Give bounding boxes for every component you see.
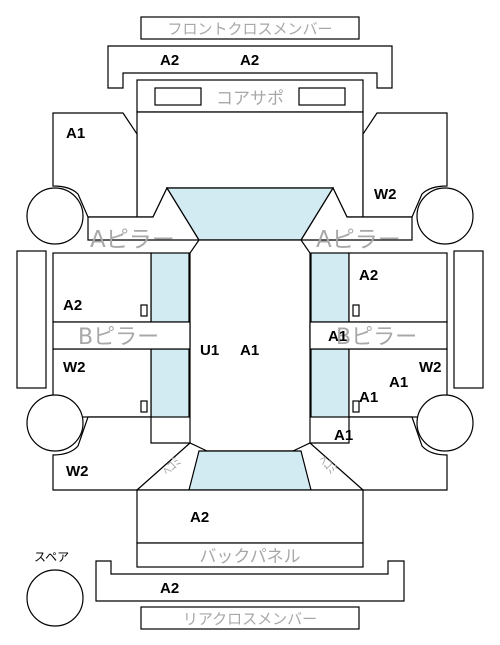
code-front-right-door: A2 (359, 267, 378, 284)
front-left-fender (52, 112, 138, 218)
rear-left-side-glass (150, 348, 190, 418)
code-roof-a: A1 (240, 342, 259, 359)
front-right-wheel (416, 187, 474, 245)
rear-right-wheel (416, 394, 474, 452)
front-left-side-glass (150, 252, 190, 323)
left-side-sill (16, 250, 47, 389)
front-cross-member-label: フロントクロスメンバー (167, 20, 332, 38)
rear-left-wheel (26, 394, 84, 452)
headlight-right (298, 87, 346, 106)
front-right-side-glass (310, 252, 350, 323)
code-rear-left-door: W2 (63, 359, 86, 376)
front-left-door (52, 252, 152, 323)
back-panel-label: バックパネル (199, 547, 300, 567)
rear-cross-member-label: リアクロスメンバー (183, 610, 317, 628)
rear-cross-member-box (140, 606, 360, 630)
b-pillar-right (309, 321, 448, 350)
spare-tire (26, 569, 84, 627)
code-trunk: A2 (190, 509, 209, 526)
code-b-pillar-right: A1 (328, 328, 347, 345)
rear-right-door-handle (352, 400, 360, 413)
b-pillar-right-label: Bピラー (336, 325, 417, 350)
spare-label: スペア (34, 550, 69, 564)
code-rear-left-fender: W2 (66, 463, 89, 480)
code-front-left-door: A2 (63, 297, 82, 314)
code-roof-u: U1 (200, 342, 219, 359)
code-front-member-right: A2 (240, 52, 259, 69)
rear-member-bracket (95, 560, 405, 602)
core-support-label: コアサポ (216, 89, 284, 109)
rear-right-side-glass (310, 348, 350, 418)
b-pillar-left (52, 321, 191, 350)
b-pillar-left-label: Bピラー (78, 325, 159, 350)
back-panel-box (136, 542, 364, 568)
code-front-right-fender: W2 (374, 186, 397, 203)
front-right-door-handle (352, 304, 360, 317)
trunk-lid (136, 489, 364, 544)
rear-window (188, 450, 312, 491)
rear-left-door-handle (140, 400, 148, 413)
code-rear-right-door-b: W2 (419, 359, 442, 376)
front-right-door (348, 252, 448, 323)
a-pillar-left-label: Aピラー (90, 227, 175, 253)
code-front-left-fender: A1 (66, 125, 85, 142)
front-right-fender (362, 112, 448, 218)
headlight-left (154, 87, 202, 106)
front-member-bracket (107, 45, 393, 89)
a-pillar-right-label: Aピラー (316, 227, 401, 253)
code-rear-right-fender: A1 (334, 427, 353, 444)
front-cross-member-box (140, 16, 360, 40)
code-rear-member: A2 (160, 580, 179, 597)
right-side-sill (453, 250, 484, 389)
code-front-member-left: A2 (160, 52, 179, 69)
front-left-door-handle (140, 304, 148, 317)
code-rear-right-door-a: A1 (389, 374, 408, 391)
front-left-wheel (26, 187, 84, 245)
code-rear-right-door-c: A1 (359, 389, 378, 406)
